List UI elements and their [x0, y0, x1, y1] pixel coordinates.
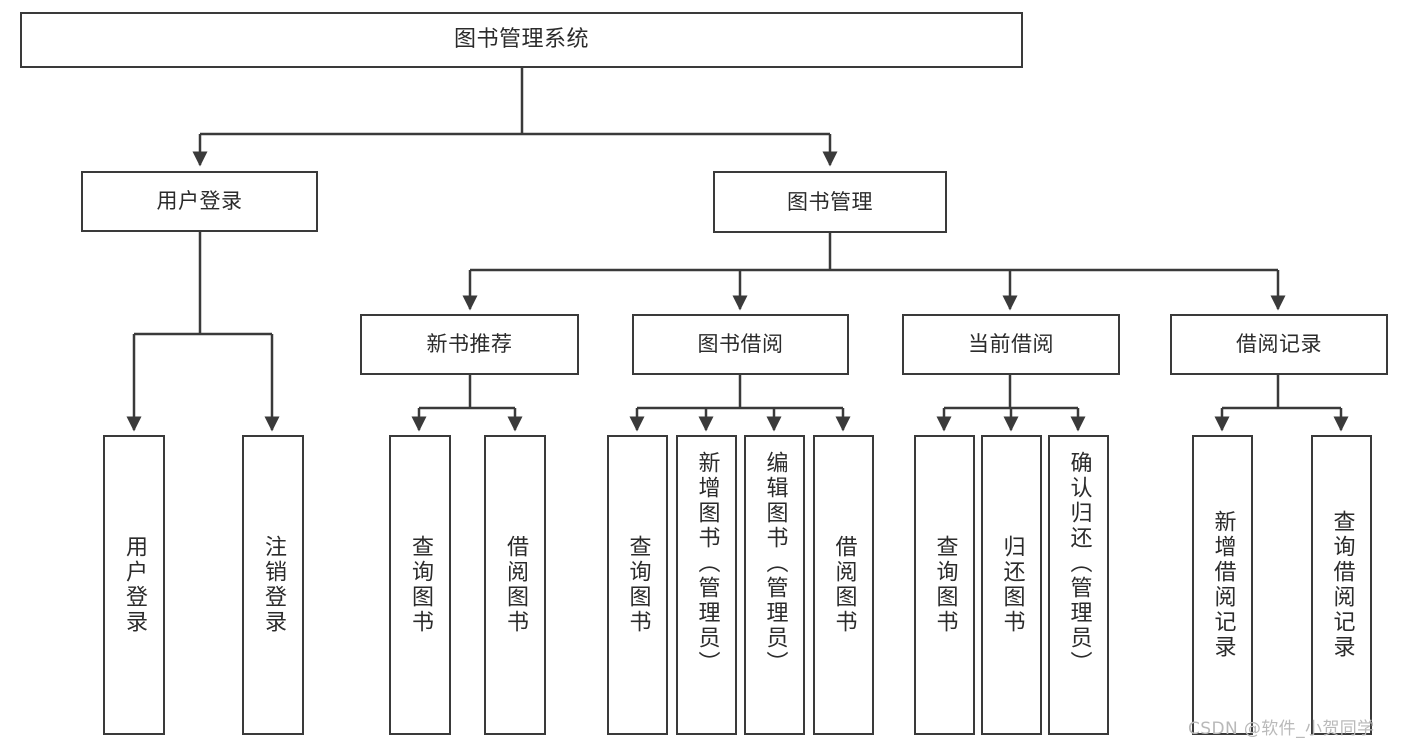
node-root-system[interactable]: 图书管理系统 — [20, 12, 1023, 68]
node-borrow-record[interactable]: 借阅记录 — [1170, 314, 1388, 375]
leaf-current-borrow-query-label: 查询图书 — [932, 535, 958, 635]
node-new-book-recommend-label: 新书推荐 — [426, 332, 513, 357]
leaf-book-borrow-query[interactable]: 查询图书 — [607, 435, 668, 735]
leaf-current-borrow-return-label: 归还图书 — [999, 535, 1025, 635]
node-current-borrow[interactable]: 当前借阅 — [902, 314, 1120, 375]
leaf-borrow-record-query[interactable]: 查询借阅记录 — [1311, 435, 1372, 735]
leaf-borrow-record-query-label: 查询借阅记录 — [1329, 510, 1355, 660]
leaf-user-login-logout[interactable]: 注销登录 — [242, 435, 304, 735]
node-book-borrow[interactable]: 图书借阅 — [632, 314, 849, 375]
leaf-new-book-borrow[interactable]: 借阅图书 — [484, 435, 546, 735]
node-root-system-label: 图书管理系统 — [453, 27, 589, 53]
node-book-management[interactable]: 图书管理 — [713, 171, 947, 233]
watermark-text: CSDN @软件_小贺同学 — [1188, 719, 1375, 739]
leaf-current-borrow-confirm[interactable]: 确认归还（管理员） — [1048, 435, 1109, 735]
leaf-current-borrow-query[interactable]: 查询图书 — [914, 435, 975, 735]
node-book-borrow-label: 图书借阅 — [697, 332, 784, 357]
leaf-book-borrow-query-label: 查询图书 — [625, 535, 651, 635]
leaf-book-borrow-edit[interactable]: 编辑图书（管理员） — [744, 435, 805, 735]
leaf-new-book-borrow-label: 借阅图书 — [503, 535, 528, 635]
node-user-login[interactable]: 用户登录 — [81, 171, 318, 232]
leaf-borrow-record-add[interactable]: 新增借阅记录 — [1192, 435, 1253, 735]
leaf-borrow-record-add-label: 新增借阅记录 — [1210, 510, 1236, 660]
leaf-user-login-login[interactable]: 用户登录 — [103, 435, 165, 735]
leaf-book-borrow-edit-label: 编辑图书（管理员） — [762, 451, 788, 676]
leaf-book-borrow-add-label: 新增图书（管理员） — [694, 451, 720, 676]
leaf-user-login-login-label: 用户登录 — [122, 535, 147, 635]
leaf-book-borrow-borrow-label: 借阅图书 — [831, 535, 857, 635]
node-book-management-label: 图书管理 — [787, 189, 873, 214]
leaf-current-borrow-return[interactable]: 归还图书 — [981, 435, 1042, 735]
leaf-book-borrow-add[interactable]: 新增图书（管理员） — [676, 435, 737, 735]
leaf-book-borrow-borrow[interactable]: 借阅图书 — [813, 435, 874, 735]
leaf-user-login-logout-label: 注销登录 — [261, 535, 286, 635]
node-new-book-recommend[interactable]: 新书推荐 — [360, 314, 579, 375]
leaf-new-book-query[interactable]: 查询图书 — [389, 435, 451, 735]
node-current-borrow-label: 当前借阅 — [968, 332, 1054, 357]
node-user-login-label: 用户登录 — [156, 189, 243, 214]
leaf-current-borrow-confirm-label: 确认归还（管理员） — [1066, 451, 1092, 676]
node-borrow-record-label: 借阅记录 — [1236, 332, 1322, 357]
leaf-new-book-query-label: 查询图书 — [408, 535, 433, 635]
